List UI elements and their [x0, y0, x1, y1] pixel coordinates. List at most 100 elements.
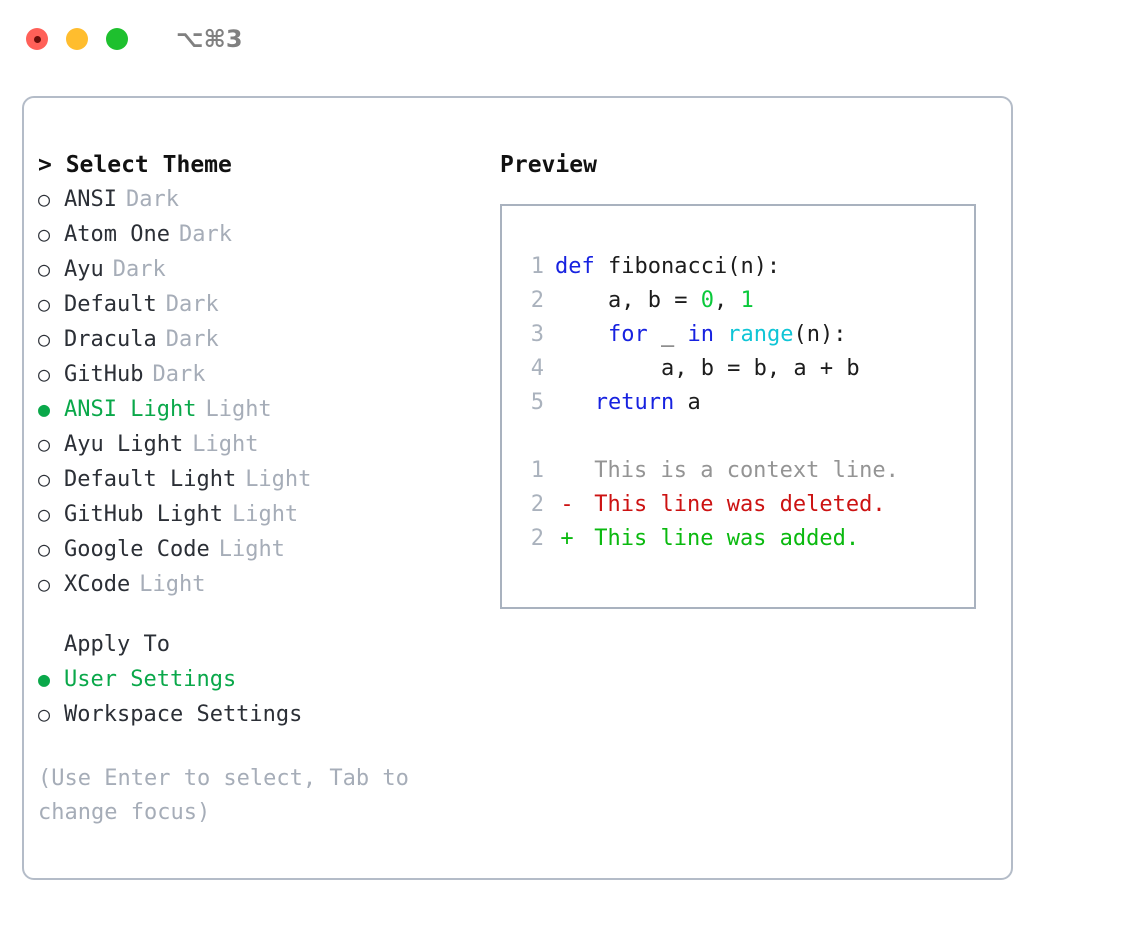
code-token-id: [714, 322, 727, 347]
keyboard-hint-text: (Use Enter to select, Tab to change focu…: [38, 766, 423, 825]
code-line-text: for _ in range(n):: [555, 318, 846, 352]
radio-selected-icon[interactable]: ●: [38, 397, 51, 421]
code-token-id: ,: [713, 288, 741, 313]
code-token-id: [555, 390, 595, 415]
radio-unselected-icon[interactable]: ○: [38, 362, 51, 386]
select-theme-header: > Select Theme: [38, 152, 232, 178]
code-token-id: a, b =: [555, 288, 701, 313]
code-line-text: return a: [555, 386, 701, 420]
theme-option-name: XCode: [64, 572, 131, 597]
radio-unselected-icon[interactable]: ○: [38, 502, 51, 526]
diff-line-number: 2: [530, 492, 544, 517]
theme-option-kind: Light: [245, 467, 312, 492]
radio-unselected-icon[interactable]: ○: [38, 187, 51, 211]
radio-unselected-icon[interactable]: ○: [38, 432, 51, 456]
theme-option-kind: Dark: [125, 187, 179, 212]
radio-unselected-icon[interactable]: ○: [38, 222, 51, 246]
theme-option-name: Ayu: [64, 257, 104, 282]
diff-sign: +: [560, 526, 574, 551]
code-token-id: a, b = b, a + b: [555, 356, 860, 381]
theme-option-kind: Dark: [165, 292, 219, 317]
theme-option-kind: Light: [218, 537, 285, 562]
code-token-id: a: [674, 390, 701, 415]
code-token-id: fibonacci(n):: [594, 254, 781, 279]
theme-option-row[interactable]: ○ Google Code Light: [38, 532, 488, 567]
radio-unselected-icon[interactable]: ○: [38, 257, 51, 281]
close-window-icon[interactable]: [26, 28, 48, 50]
apply-to-option-name: Workspace Settings: [64, 702, 303, 727]
radio-unselected-icon[interactable]: ○: [38, 537, 51, 561]
code-line-number: 4: [530, 356, 544, 381]
code-token-kw: for: [607, 322, 648, 347]
theme-option-row[interactable]: ○ Default Dark: [38, 287, 488, 322]
radio-unselected-icon[interactable]: ○: [38, 467, 51, 491]
code-line-text: a, b = b, a + b: [555, 352, 860, 386]
code-token-id: (n):: [793, 322, 847, 347]
code-token-kw: return: [594, 390, 675, 415]
code-token-num: 1: [740, 288, 754, 313]
radio-unselected-icon[interactable]: ○: [38, 327, 51, 351]
code-token-kw: def: [555, 254, 595, 279]
apply-to-list[interactable]: ● User Settings ○ Workspace Settings: [38, 662, 488, 732]
radio-unselected-icon[interactable]: ○: [38, 572, 51, 596]
code-line-text: a, b = 0, 1: [555, 284, 754, 318]
theme-option-row[interactable]: ○ ANSI Dark: [38, 182, 488, 217]
theme-option-row[interactable]: ● ANSI Light Light: [38, 392, 488, 427]
apply-to-header: Apply To: [64, 632, 170, 657]
apply-to-option-row[interactable]: ○ Workspace Settings: [38, 697, 488, 732]
diff-sample: 1 This is a context line.2- This line wa…: [520, 454, 974, 556]
diff-sign: -: [560, 492, 574, 517]
theme-option-name: Default: [64, 292, 157, 317]
theme-option-name: GitHub Light: [64, 502, 223, 527]
code-line-number: 5: [530, 390, 544, 415]
keyboard-shortcut-label: ⌥⌘3: [176, 25, 243, 53]
theme-option-row[interactable]: ○ GitHub Light Light: [38, 497, 488, 532]
apply-to-option-name: User Settings: [64, 667, 237, 692]
apply-to-option-row[interactable]: ● User Settings: [38, 662, 488, 697]
diff-line-number: 1: [530, 458, 544, 483]
code-token-id: [555, 322, 608, 347]
code-line: 4 a, b = b, a + b: [520, 352, 974, 386]
radio-selected-icon[interactable]: ●: [38, 667, 51, 691]
diff-line-text: This line was added.: [581, 526, 860, 551]
code-token-kw: in: [687, 322, 714, 347]
radio-unselected-icon[interactable]: ○: [38, 702, 51, 726]
theme-option-name: ANSI Light: [64, 397, 197, 422]
maximize-window-icon[interactable]: [106, 28, 128, 50]
code-line: 1 def fibonacci(n):: [520, 250, 974, 284]
theme-option-name: Default Light: [64, 467, 237, 492]
theme-option-kind: Dark: [165, 327, 219, 352]
code-line: 2 a, b = 0, 1: [520, 284, 974, 318]
theme-option-row[interactable]: ○ Default Light Light: [38, 462, 488, 497]
theme-option-kind: Dark: [178, 222, 232, 247]
traffic-lights: [26, 28, 128, 50]
code-token-fn: range: [727, 322, 794, 347]
diff-line: 2+ This line was added.: [520, 522, 974, 556]
theme-option-name: Google Code: [64, 537, 210, 562]
theme-option-kind: Light: [205, 397, 272, 422]
diff-spacer: [520, 420, 974, 454]
minimize-window-icon[interactable]: [66, 28, 88, 50]
code-line-number: 1: [530, 254, 544, 279]
code-line: 5 return a: [520, 386, 974, 420]
theme-option-kind: Light: [231, 502, 299, 527]
theme-option-name: ANSI: [64, 187, 117, 212]
theme-option-name: Ayu Light: [64, 432, 184, 457]
code-token-id: _: [647, 322, 688, 347]
radio-unselected-icon[interactable]: ○: [38, 292, 51, 316]
theme-option-kind: Dark: [152, 362, 206, 387]
